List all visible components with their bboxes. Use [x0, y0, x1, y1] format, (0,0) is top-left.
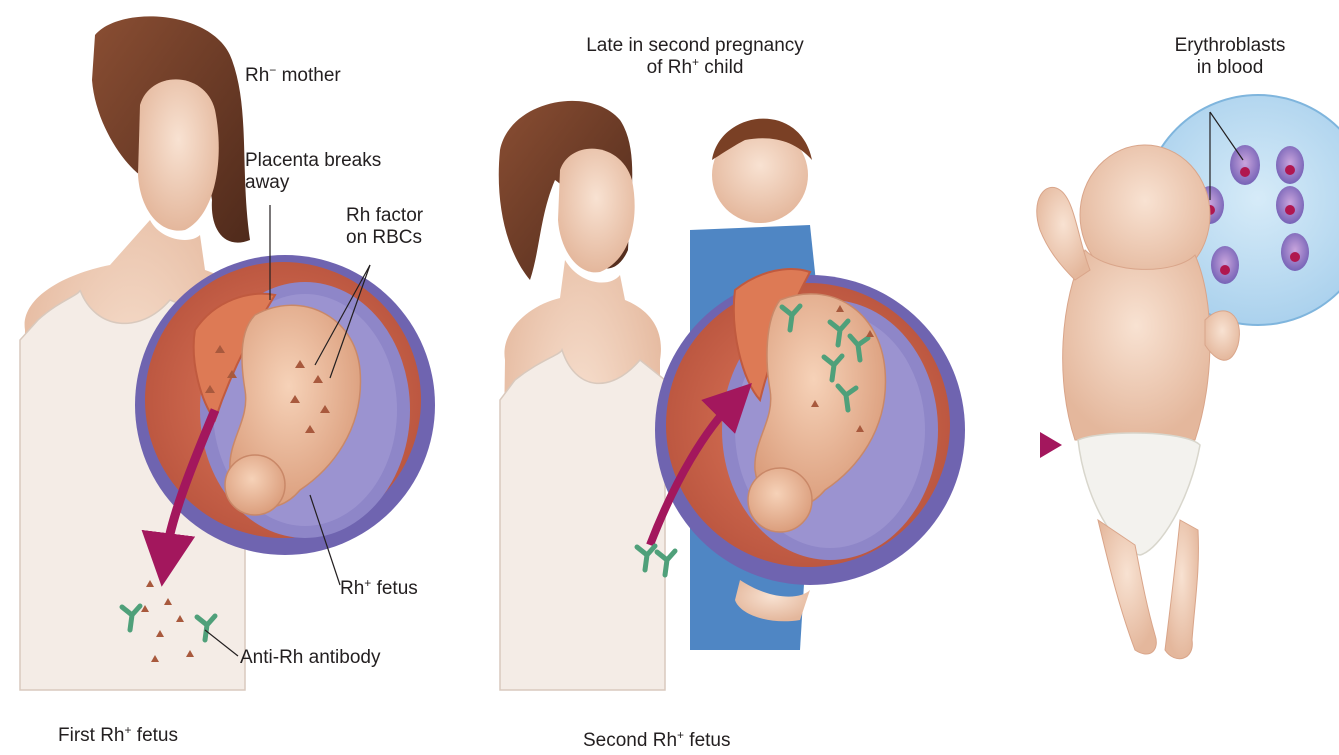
newborn-baby	[1037, 145, 1240, 659]
mother2-camisole	[500, 350, 665, 690]
mother1-face	[138, 79, 219, 230]
second-pregnancy-title: Late in second pregnancy of Rh+ child	[570, 35, 820, 79]
placenta-breaks-away-label: Placenta breaks away	[245, 150, 381, 194]
second-fetus-caption: Second Rh+ fetus	[583, 730, 731, 752]
panel-second-pregnancy	[499, 101, 965, 690]
first-fetus-caption: First Rh+ fetus	[58, 725, 178, 747]
panel-newborn	[1037, 95, 1339, 659]
rh-factor-on-rbcs-label: Rh factor on RBCs	[346, 205, 423, 249]
rh-positive-fetus-label: Rh+ fetus	[340, 578, 418, 600]
erythroblasts-label: Erythroblasts in blood	[1150, 35, 1310, 79]
anti-rh-antibody-label: Anti-Rh antibody	[240, 647, 380, 669]
arrow-to-newborn-head	[1040, 432, 1062, 458]
rh-negative-mother-label: Rh− mother	[245, 65, 341, 87]
